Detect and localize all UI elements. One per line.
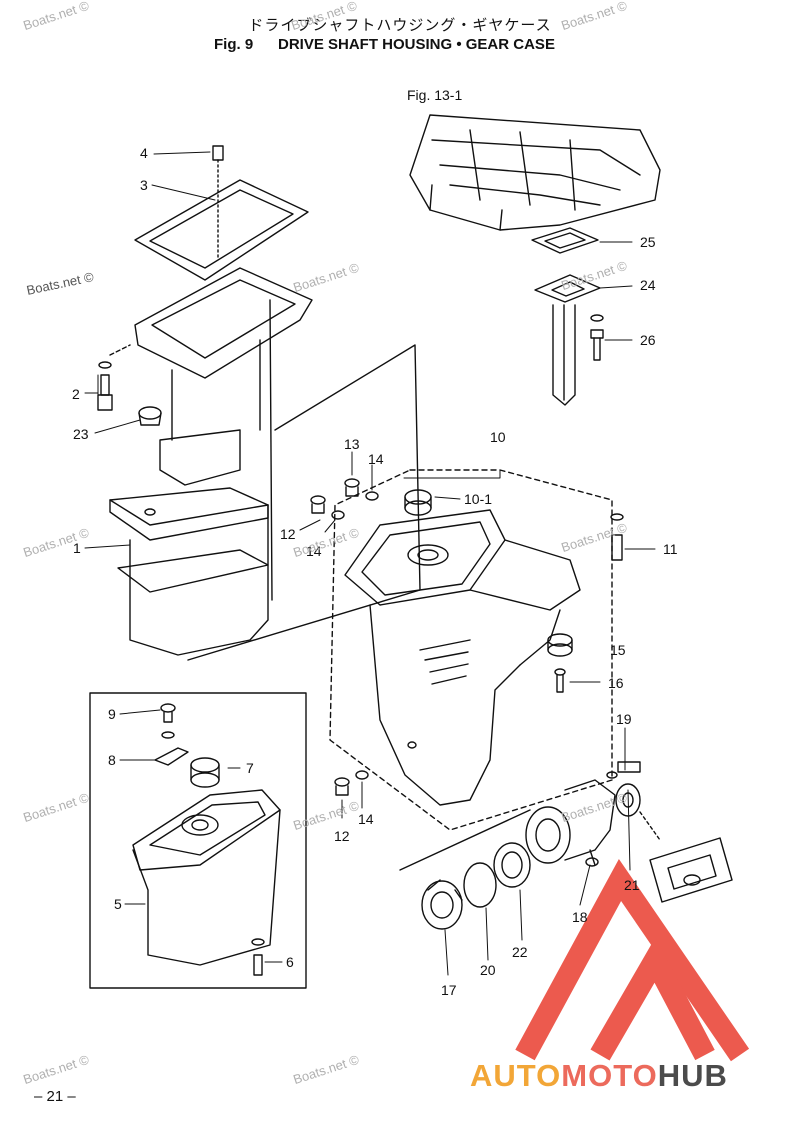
callout-7: 7: [246, 760, 254, 776]
plug-12-bottom: [334, 777, 350, 796]
exhaust-tube: [552, 304, 576, 406]
gasket-3: [134, 179, 309, 281]
callout-25: 25: [640, 234, 656, 250]
callout-4: 4: [140, 145, 148, 161]
pump-housing-5: [132, 789, 281, 966]
callout-26: 26: [640, 332, 656, 348]
reference-figure-label: Fig. 13-1: [407, 87, 463, 103]
drive-shaft-housing-1: [109, 267, 313, 656]
callout-8: 8: [108, 752, 116, 768]
callout-17: 17: [441, 982, 457, 998]
bearing-22: [493, 842, 531, 888]
autumotohub-logo: AUTOMOTOHUB: [470, 1058, 728, 1094]
clip-8: [154, 747, 189, 766]
callout-23: 23: [73, 426, 89, 442]
callout-12-bottom: 12: [334, 828, 350, 844]
callout-18: 18: [572, 909, 588, 925]
figure-title: DRIVE SHAFT HOUSING • GEAR CASE: [278, 36, 555, 53]
seal-inset-box: [649, 837, 733, 903]
logo-part-auto: AUTO: [470, 1058, 562, 1093]
callout-14-bottom: 14: [358, 811, 374, 827]
page-number: – 21 –: [34, 1088, 76, 1105]
figure-number: Fig. 9: [214, 36, 254, 53]
callout-21: 21: [624, 877, 640, 893]
plug-13: [344, 478, 360, 497]
callout-19: 19: [616, 711, 632, 727]
callout-9: 9: [108, 706, 116, 722]
rubber-mount-23: [138, 406, 162, 426]
callout-5: 5: [114, 896, 122, 912]
washer-14-mid: [331, 510, 345, 520]
callout-11: 11: [663, 541, 678, 557]
callout-16: 16: [608, 675, 624, 691]
callout-15: 15: [610, 642, 626, 658]
callout-24: 24: [640, 277, 656, 293]
callout-14-top: 14: [368, 451, 384, 467]
callout-10-1: 10-1: [464, 491, 493, 507]
bearing-17: [421, 879, 463, 930]
logo-part-moto: MOTO: [561, 1058, 658, 1093]
callout-2: 2: [72, 386, 80, 402]
logo-part-hub: HUB: [657, 1058, 728, 1093]
gasket-25: [531, 227, 599, 254]
callout-3: 3: [140, 177, 148, 193]
gear-case-10: [344, 509, 581, 806]
powerhead-base-reference: [409, 114, 661, 231]
japanese-title: ドライブシャフトハウジング・ギヤケース: [248, 16, 552, 34]
callout-1: 1: [73, 540, 81, 556]
impeller-7: [190, 757, 220, 788]
bolt-26: [590, 314, 604, 361]
dowel-pin-4: [212, 145, 224, 161]
bolt-16: [554, 668, 566, 693]
leader-lines: [84, 151, 656, 976]
callout-22: 22: [512, 944, 528, 960]
callout-12-top: 12: [280, 526, 296, 542]
callout-14-mid: 14: [306, 543, 322, 559]
o-ring-20: [463, 862, 497, 908]
water-pump-inset-box: [89, 692, 307, 989]
bushing-10-1: [404, 489, 432, 516]
plug-12-top: [310, 495, 326, 514]
bolt-11: [610, 513, 624, 561]
screw-9: [160, 703, 176, 739]
gear-case-dashed-outline: [329, 469, 613, 831]
spacer-15: [547, 633, 573, 657]
callout-20: 20: [480, 962, 496, 978]
washer-14-top: [365, 491, 379, 501]
bolt-2: [97, 361, 113, 411]
callout-10: 10: [490, 429, 506, 445]
propeller-shaft-housing-18: [525, 779, 616, 867]
washer-14-bottom: [355, 770, 369, 780]
bolt-6: [251, 938, 265, 976]
callout-13: 13: [344, 436, 360, 452]
logo-triangle-mark: [515, 858, 750, 1062]
callout-6: 6: [286, 954, 294, 970]
bolt-19: [606, 761, 641, 779]
